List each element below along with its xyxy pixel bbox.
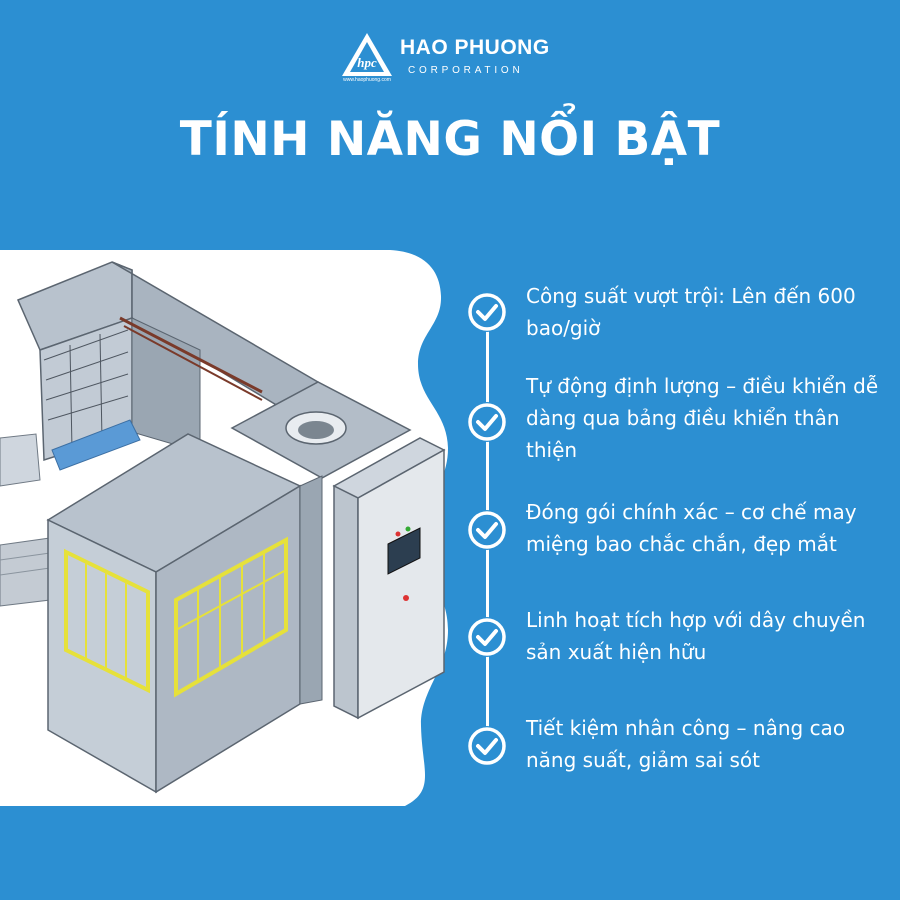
feature-text: Công suất vượt trội: Lên đến 600 bao/giờ [526, 284, 856, 340]
check-circle-icon [467, 292, 507, 332]
svg-text:hpc: hpc [357, 55, 377, 70]
brand-name: HAO PHUONG [400, 36, 550, 59]
feature-text: Đóng gói chính xác – cơ chế may miệng ba… [526, 500, 857, 556]
check-circle-icon [467, 726, 507, 766]
check-circle-icon [467, 617, 507, 657]
brand-url: www.haophuong.com [343, 77, 391, 83]
feature-text: Linh hoạt tích hợp với dây chuyền sản xu… [526, 608, 866, 664]
hpc-logo-icon: hpc [342, 33, 392, 76]
check-circle-icon [467, 510, 507, 550]
feature-text: Tự động định lượng – điều khiển dễ dàng … [526, 374, 879, 462]
check-circle-icon [467, 402, 507, 442]
brand-logo: hpc www.haophuong.com HAO PHUONG CORPORA… [338, 30, 568, 86]
feature-text: Tiết kiệm nhân công – nâng cao năng suất… [526, 716, 846, 772]
page-title: TÍNH NĂNG NỔI BẬT [179, 112, 721, 167]
brand-subtitle: CORPORATION [408, 65, 524, 76]
